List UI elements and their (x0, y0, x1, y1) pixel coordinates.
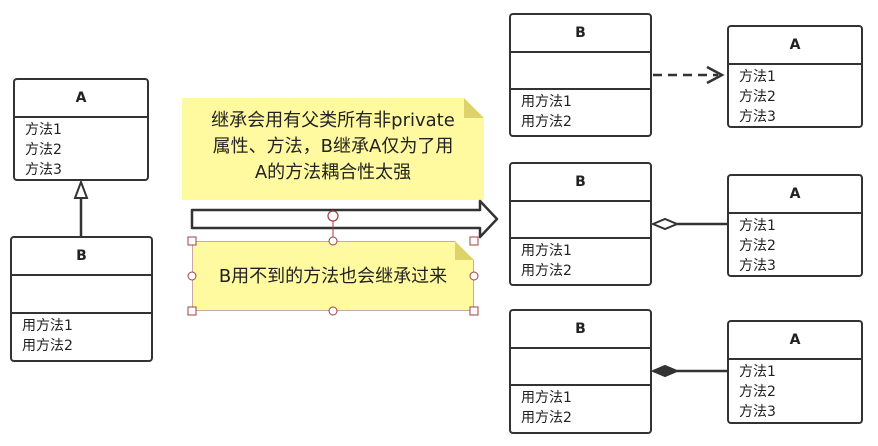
method: 用方法2 (521, 410, 572, 426)
method-list: 用方法1 用方法2 (12, 314, 151, 356)
resize-handle[interactable] (469, 236, 479, 246)
note-fold-icon (464, 98, 484, 118)
resize-handle[interactable] (469, 271, 479, 281)
note-line: 继承会用有父类所有非private (211, 110, 455, 131)
attribute-section (511, 53, 650, 90)
note-line: A的方法耦合性太强 (254, 162, 412, 183)
method: 方法2 (739, 238, 776, 254)
method: 用方法2 (521, 263, 572, 279)
resize-handle[interactable] (469, 306, 479, 316)
resize-handle[interactable] (187, 271, 197, 281)
method: 方法3 (25, 162, 62, 178)
class-name: A (729, 176, 861, 214)
method-list: 方法1 方法2 方法3 (729, 360, 861, 422)
resize-handle[interactable] (187, 306, 197, 316)
method: 用方法1 (521, 390, 572, 406)
method: 用方法1 (22, 318, 73, 334)
method-list: 用方法1 用方法2 (511, 386, 650, 428)
right-class-a-2[interactable]: A 方法1 方法2 方法3 (727, 174, 863, 277)
right-class-b-3[interactable]: B 用方法1 用方法2 (509, 309, 652, 434)
composition-connector[interactable] (650, 364, 727, 378)
class-name: B (511, 15, 650, 53)
method: 方法2 (739, 384, 776, 400)
right-class-a-3[interactable]: A 方法1 方法2 方法3 (727, 320, 863, 424)
note-line: 属性、方法，B继承A仅为了用 (212, 136, 454, 157)
method: 方法3 (739, 109, 776, 125)
method: 方法2 (739, 89, 776, 105)
inheritance-connector[interactable] (73, 179, 89, 236)
class-name: B (511, 311, 650, 349)
right-class-a-1[interactable]: A 方法1 方法2 方法3 (727, 25, 863, 128)
method-list: 方法1 方法2 方法3 (15, 118, 147, 180)
class-name: A (729, 27, 861, 65)
method: 方法1 (739, 69, 776, 85)
resize-handle[interactable] (187, 236, 197, 246)
left-class-a[interactable]: A 方法1 方法2 方法3 (13, 78, 149, 181)
method-list: 用方法1 用方法2 (511, 239, 650, 281)
left-class-b[interactable]: B 用方法1 用方法2 (10, 236, 153, 362)
method: 用方法1 (521, 94, 572, 110)
class-name: B (12, 238, 151, 276)
method: 用方法2 (22, 338, 73, 354)
resize-handle[interactable] (328, 306, 338, 316)
class-name: A (729, 322, 861, 360)
note-text: B用不到的方法也会继承过来 (218, 266, 448, 287)
attribute-section (511, 349, 650, 386)
rotate-handle[interactable] (327, 210, 339, 222)
method: 方法1 (739, 218, 776, 234)
note-fold-icon (455, 241, 474, 260)
class-name: B (511, 164, 650, 202)
method: 用方法2 (521, 114, 572, 130)
class-name: A (15, 80, 147, 118)
method-list: 方法1 方法2 方法3 (729, 65, 861, 127)
method-list: 方法1 方法2 方法3 (729, 214, 861, 276)
aggregation-connector[interactable] (650, 217, 727, 231)
method: 用方法1 (521, 243, 572, 259)
right-class-b-2[interactable]: B 用方法1 用方法2 (509, 162, 652, 286)
method: 方法1 (739, 364, 776, 380)
method-list: 用方法1 用方法2 (511, 90, 650, 132)
method: 方法1 (25, 122, 62, 138)
right-class-b-1[interactable]: B 用方法1 用方法2 (509, 13, 652, 137)
dependency-connector[interactable] (653, 65, 725, 85)
selection-handles[interactable] (187, 210, 479, 316)
method: 方法2 (25, 142, 62, 158)
method: 方法3 (739, 258, 776, 274)
resize-handle[interactable] (328, 236, 338, 246)
attribute-section (12, 276, 151, 314)
method: 方法3 (739, 404, 776, 420)
note-inheritance-coupling[interactable]: 继承会用有父类所有非private 属性、方法，B继承A仅为了用 A的方法耦合性… (182, 98, 484, 200)
block-arrow[interactable] (190, 199, 499, 239)
attribute-section (511, 202, 650, 239)
